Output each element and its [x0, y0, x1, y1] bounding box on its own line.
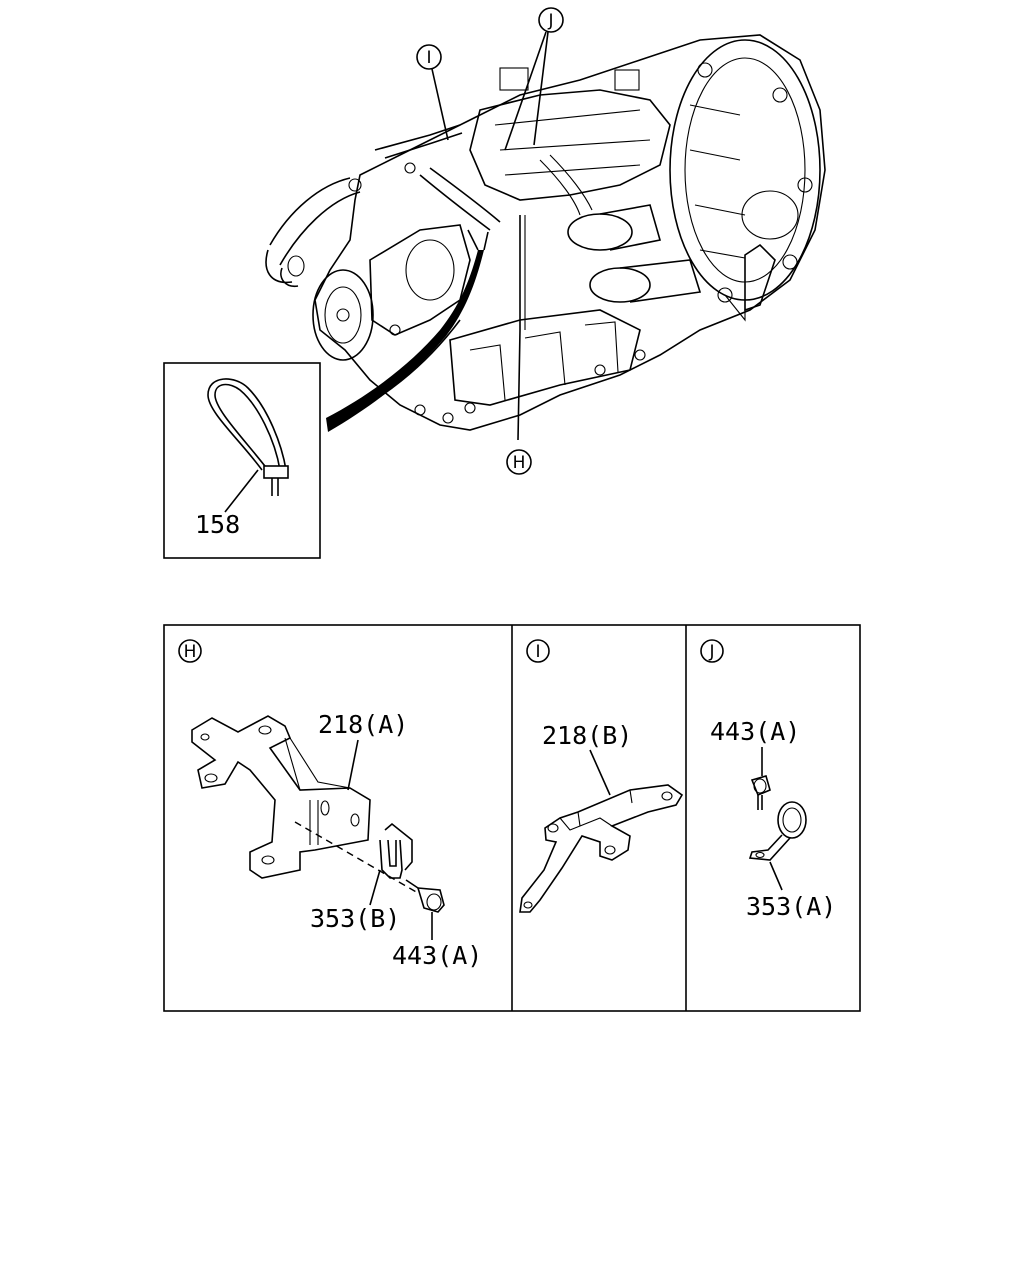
clip-353b-illustration [379, 822, 413, 879]
panel-h: H 218(A) 353(B) [178, 639, 482, 970]
bracket-218b-illustration [519, 784, 684, 913]
callout-h: H [506, 449, 532, 475]
callout-j-text: J [547, 11, 553, 31]
panel-j: J 443(A) 353(A) [700, 639, 836, 921]
callout-i-text: I [426, 48, 431, 68]
panel-i-label-218b: 218(B) [542, 721, 632, 750]
inset-cable-tie: 158 [163, 362, 321, 559]
part-158-label: 158 [195, 510, 240, 539]
callout-h-text: H [513, 453, 526, 473]
callout-j: J [504, 7, 564, 151]
panel-h-label-218a: 218(A) [318, 710, 408, 739]
panel-i: I 218(B) [519, 639, 684, 913]
panel-j-marker: J [708, 642, 714, 662]
bolt-443a-j-illustration [750, 775, 771, 810]
panel-i-marker: I [535, 642, 540, 662]
detail-panels-frame [163, 624, 861, 1012]
panel-h-label-353b: 353(B) [310, 904, 400, 933]
bolt-443a-illustration [405, 879, 445, 913]
panel-h-marker: H [184, 642, 197, 662]
panel-j-label-353a: 353(A) [746, 892, 836, 921]
transmission-assembly-illustration [265, 34, 826, 441]
bracket-218a-illustration [191, 715, 371, 879]
cable-tie-icon [214, 383, 281, 471]
panel-j-label-443a: 443(A) [710, 717, 800, 746]
panel-h-label-443a: 443(A) [392, 941, 482, 970]
clip-353a-illustration [748, 801, 807, 861]
callout-i: I [416, 44, 449, 141]
